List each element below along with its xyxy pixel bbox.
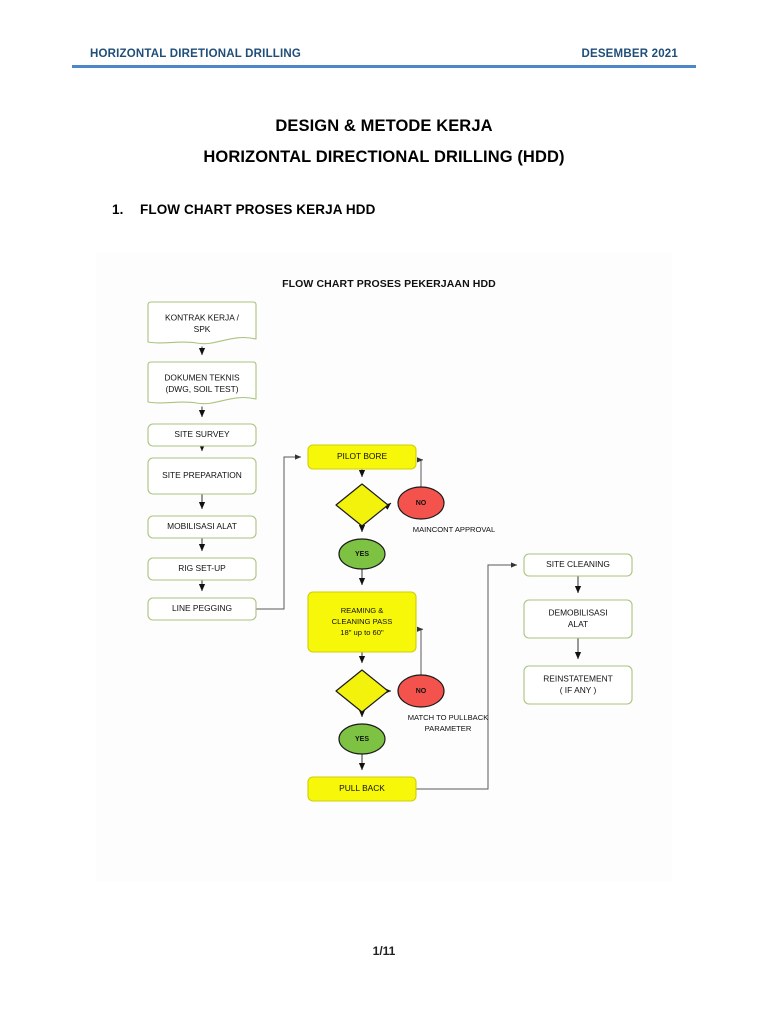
document-title-line-2: HORIZONTAL DIRECTIONAL DRILLING (HDD)	[203, 148, 565, 166]
flow-node-dokumen: DOKUMEN TEKNIS (DWG, SOIL TEST)	[147, 361, 257, 405]
flow-node-label: NO	[416, 688, 427, 695]
flow-node-mobilisasi: MOBILISASI ALAT	[147, 515, 257, 539]
flow-node-label: RIG SET-UP	[178, 563, 226, 573]
flow-node-dec1	[335, 483, 389, 527]
flow-node-label: SITE CLEANING	[546, 559, 610, 569]
flow-node-label: 18" up to 60"	[340, 628, 384, 637]
flowchart-figure: FLOW CHART PROSES PEKERJAAN HDD KONTRAK …	[96, 252, 672, 882]
flow-node-pilotbore: PILOT BORE	[307, 444, 417, 470]
flow-node-reaming: REAMING & CLEANING PASS 18" up to 60"	[307, 591, 417, 653]
flow-node-survey: SITE SURVEY	[147, 423, 257, 447]
flow-node-label: YES	[355, 736, 369, 743]
flowchart-svg: KONTRAK KERJA / SPK DOKUMEN TEKNIS (DWG, SO…	[147, 301, 633, 802]
header-row: HORIZONTAL DIRETIONAL DRILLING DESEMBER …	[72, 36, 696, 60]
header-date-right: DESEMBER 2021	[581, 48, 678, 60]
flow-edge-label-lbl-maincont: MAINCONT APPROVAL	[413, 525, 495, 534]
header-title-left: HORIZONTAL DIRETIONAL DRILLING	[90, 48, 302, 60]
flow-node-yes2: YES	[338, 723, 386, 755]
flow-node-dec2	[335, 669, 389, 713]
flow-node-label: KONTRAK KERJA /	[165, 312, 240, 322]
flow-node-label: PULL BACK	[339, 783, 385, 793]
flow-node-label: SITE SURVEY	[174, 429, 230, 439]
flow-node-cleaning: SITE CLEANING	[523, 553, 633, 577]
document-title-line-1: DESIGN & METODE KERJA	[275, 117, 493, 135]
page-footer: 1/11	[372, 944, 396, 958]
section-number: 1.	[112, 202, 124, 217]
flow-node-kontrak: KONTRAK KERJA / SPK	[147, 301, 257, 345]
flow-edge-pullback-to-cleaning	[416, 562, 518, 790]
flow-node-label: PILOT BORE	[337, 451, 388, 461]
flow-node-label: (DWG, SOIL TEST)	[165, 384, 238, 394]
flow-node-reinstate: REINSTATEMENT ( IF ANY )	[523, 665, 633, 705]
flowchart-nodes: KONTRAK KERJA / SPK DOKUMEN TEKNIS (DWG, SO…	[147, 301, 633, 802]
flow-node-pullback: PULL BACK	[307, 776, 417, 802]
flow-edge-label-lbl-match-1: MATCH TO PULLBACK	[408, 713, 489, 722]
flow-edge-pegging-to-pilotbore	[256, 454, 302, 610]
page-header: HORIZONTAL DIRETIONAL DRILLING DESEMBER …	[72, 36, 696, 70]
header-divider	[72, 65, 696, 68]
flowchart-edge-labels: MAINCONT APPROVAL MATCH TO PULLBACK PARAME…	[408, 525, 496, 733]
flow-node-label: LINE PEGGING	[172, 603, 232, 613]
flow-node-label: SPK	[194, 324, 211, 334]
flow-node-label: REAMING &	[341, 606, 384, 615]
flow-node-preparation: SITE PREPARATION	[147, 457, 257, 495]
flow-edge-no1-to-pilotbore	[416, 457, 424, 487]
flow-node-demob: DEMOBILISASI ALAT	[523, 599, 633, 639]
flow-node-label: ALAT	[568, 619, 588, 629]
flow-node-label: ( IF ANY )	[560, 685, 597, 695]
flow-node-pegging: LINE PEGGING	[147, 597, 257, 621]
flow-edge-no2-to-reaming	[416, 626, 424, 675]
flow-node-label: SITE PREPARATION	[162, 470, 242, 480]
flow-node-label: CLEANING PASS	[332, 617, 393, 626]
flow-node-label: DOKUMEN TEKNIS	[164, 372, 240, 382]
section-title: FLOW CHART PROSES KERJA HDD	[140, 202, 376, 217]
flow-node-yes1: YES	[338, 538, 386, 570]
flow-node-label: NO	[416, 500, 427, 507]
flow-edge-label-lbl-match-2: PARAMETER	[425, 724, 472, 733]
flow-node-no2: NO	[397, 674, 445, 708]
flow-node-rigsetup: RIG SET-UP	[147, 557, 257, 581]
flow-edge-dec1-to-no1	[383, 502, 392, 510]
flowchart-title: FLOW CHART PROSES PEKERJAAN HDD	[282, 278, 496, 290]
flow-node-no1: NO	[397, 486, 445, 520]
section-heading: 1. FLOW CHART PROSES KERJA HDD	[112, 202, 375, 217]
flow-node-label: REINSTATEMENT	[543, 673, 612, 683]
flowchart-edges	[198, 346, 582, 790]
flow-node-label: MOBILISASI ALAT	[167, 521, 237, 531]
flow-node-label: YES	[355, 551, 369, 558]
flow-node-label: DEMOBILISASI	[548, 607, 607, 617]
